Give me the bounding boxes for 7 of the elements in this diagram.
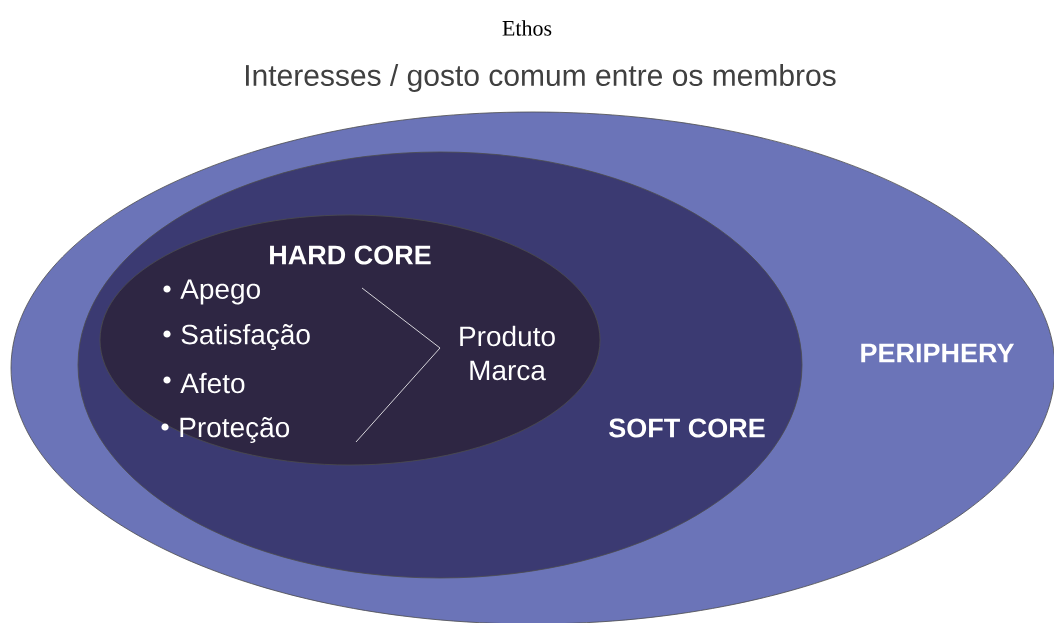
concept-text: Produto Marca — [460, 325, 555, 381]
subtitle: Interesses / gosto comum entre os membros — [246, 64, 836, 92]
bullet-item: Apego — [163, 279, 260, 305]
bullet-item: Afeto — [163, 372, 245, 394]
title: Ethos — [502, 20, 552, 36]
bullet-item: Satisfação — [163, 323, 310, 351]
bullet-item: Proteção — [161, 417, 290, 443]
